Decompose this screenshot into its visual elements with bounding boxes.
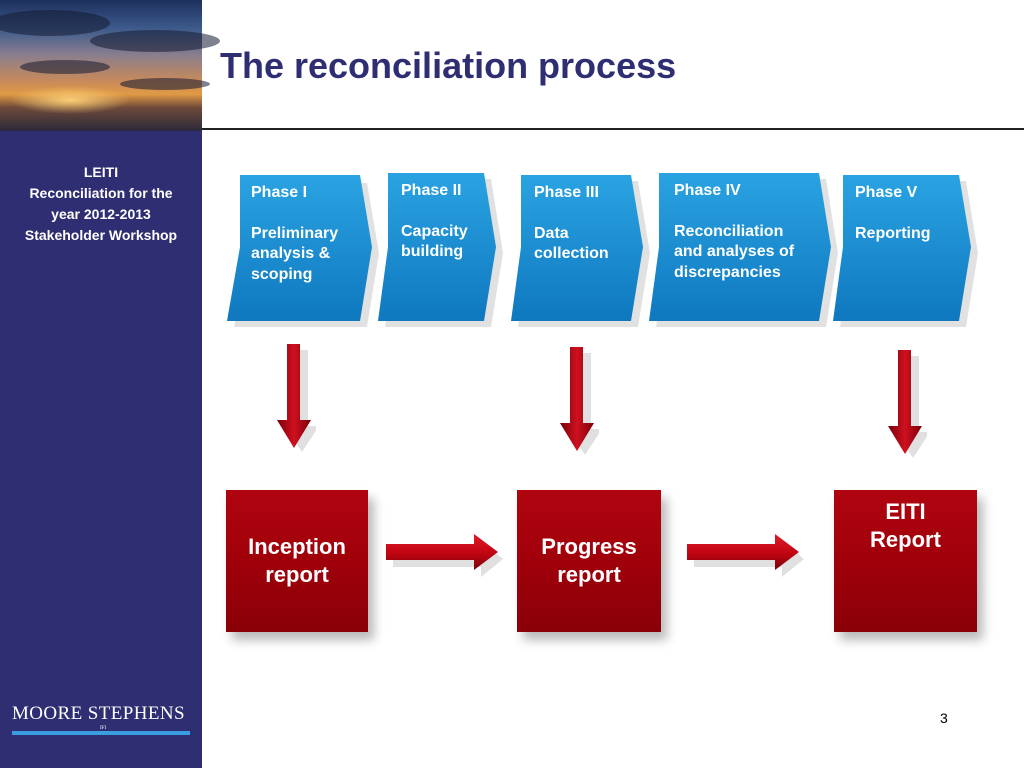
phase-description: Capacity building [401, 222, 468, 261]
phase-title: Phase V [855, 184, 918, 201]
phase-description: Data collection [534, 224, 609, 263]
slide-title: The reconciliation process [220, 45, 677, 86]
phase-5-chevron: Phase V Reporting [833, 173, 978, 327]
eiti-report-box: EITI Report [834, 490, 977, 632]
svg-text:MOORE STEPHENS: MOORE STEPHENS [12, 703, 185, 724]
phase-description: Reconciliation and analyses of discrepan… [674, 222, 795, 281]
phase-title: Phase I [251, 184, 308, 201]
phase-1-chevron: Phase I Preliminary analysis & scoping [227, 173, 379, 327]
down-arrow-icon [887, 350, 930, 465]
moore-stephens-logo: MOORE STEPHENS IFI [12, 700, 192, 740]
phase-2-chevron: Phase II Capacity building [378, 173, 503, 327]
title-divider [202, 128, 1024, 130]
workshop-caption: LEITI Reconciliation for the year 2012-2… [0, 162, 202, 246]
phase-title: Phase IV [674, 182, 741, 199]
report-label: Inception report [248, 534, 346, 587]
phase-title: Phase III [534, 184, 599, 201]
page-number: 3 [940, 710, 948, 726]
down-arrow-icon [276, 344, 319, 459]
report-label: EITI Report [870, 499, 941, 552]
phase-title: Phase II [401, 182, 462, 199]
caption-line: Stakeholder Workshop [24, 227, 178, 243]
caption-line: LEITI [83, 164, 119, 180]
sunset-photo [0, 0, 220, 131]
progress-report-box: Progress report [517, 490, 661, 632]
caption-line: Reconciliation for the [29, 185, 173, 201]
sidebar: LEITI Reconciliation for the year 2012-2… [0, 0, 220, 768]
phase-description: Reporting [855, 224, 931, 242]
caption-line: year 2012-2013 [51, 206, 151, 222]
right-arrow-icon [386, 534, 506, 583]
phase-description: Preliminary analysis & scoping [251, 224, 339, 283]
inception-report-box: Inception report [226, 490, 368, 632]
report-label: Progress report [541, 534, 637, 587]
down-arrow-icon [559, 347, 602, 462]
phase-3-chevron: Phase III Data collection [511, 173, 650, 327]
right-arrow-icon [687, 534, 807, 583]
phase-4-chevron: Phase IV Reconciliation and analyses of … [649, 173, 838, 327]
svg-text:IFI: IFI [100, 726, 106, 731]
